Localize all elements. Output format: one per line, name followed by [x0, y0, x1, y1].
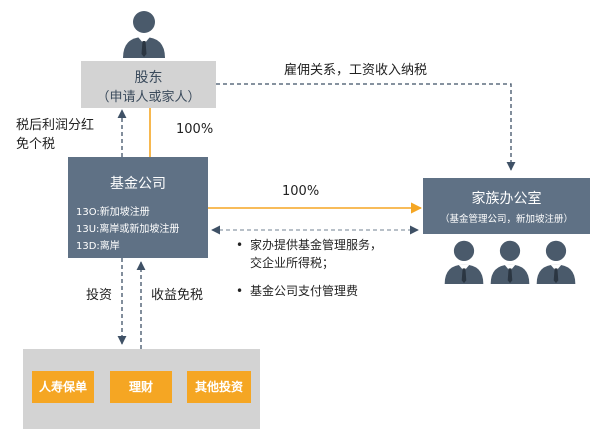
ownership-label-shareholder: 100% [176, 122, 214, 137]
investments-node: 人寿保单 理财 其他投资 [23, 349, 260, 429]
fund-company-node: 基金公司 13O:新加坡注册 13U:离岸或新加坡注册 13D:离岸 [68, 157, 208, 258]
service-note-item-2: • 基金公司支付管理费 [236, 282, 382, 300]
family-office-person-icon [536, 240, 576, 284]
income-tax-free-label: 收益免税 [151, 288, 204, 303]
shareholder-person-icon [123, 11, 165, 58]
ownership-label-family-office: 100% [282, 184, 320, 199]
service-note-item-1-line2: 交企业所得税； [250, 256, 335, 270]
fund-type-13d: 13D:离岸 [76, 241, 120, 252]
shareholder-subtitle: （申请人或家人） [96, 90, 201, 105]
dividend-label-line2: 免个税 [16, 137, 56, 152]
fund-type-13o: 13O:新加坡注册 [76, 207, 150, 218]
family-office-node: 家族办公室 （基金管理公司，新加坡注册） [423, 178, 590, 234]
family-office-person-icon [444, 240, 484, 284]
fund-type-13u: 13U:离岸或新加坡注册 [76, 224, 180, 235]
life-insurance-box: 人寿保单 [32, 371, 94, 403]
family-office-title: 家族办公室 [471, 191, 542, 207]
invest-label: 投资 [86, 288, 113, 303]
service-note-item-1: • 家办提供基金管理服务， 交企业所得税； [236, 236, 382, 272]
employment-label: 雇佣关系，工资收入纳税 [284, 63, 428, 78]
family-office-person-icon [490, 240, 530, 284]
dividend-label-line1: 税后利润分红 [16, 118, 95, 133]
shareholder-title: 股东 [134, 70, 163, 86]
service-note: • 家办提供基金管理服务， 交企业所得税； • 基金公司支付管理费 [236, 236, 382, 300]
service-note-item-2-line: 基金公司支付管理费 [250, 284, 359, 298]
other-investments-box: 其他投资 [187, 371, 251, 403]
employment-connector [216, 83, 516, 171]
family-office-subtitle: （基金管理公司，新加坡注册） [439, 214, 573, 225]
wealth-management-box: 理财 [110, 371, 172, 403]
fund-company-title: 基金公司 [110, 176, 166, 192]
service-bullet-1: • [236, 238, 244, 252]
shareholder-node: 股东 （申请人或家人） [81, 61, 216, 108]
dividend-label: 税后利润分红 免个税 [16, 116, 94, 154]
service-bullet-2: • [236, 284, 244, 298]
service-note-item-1-line1: 家办提供基金管理服务， [250, 238, 383, 252]
